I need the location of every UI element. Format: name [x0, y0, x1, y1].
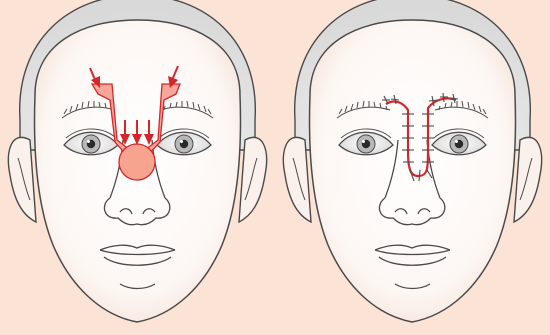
nasal-defect-circle — [119, 144, 155, 180]
